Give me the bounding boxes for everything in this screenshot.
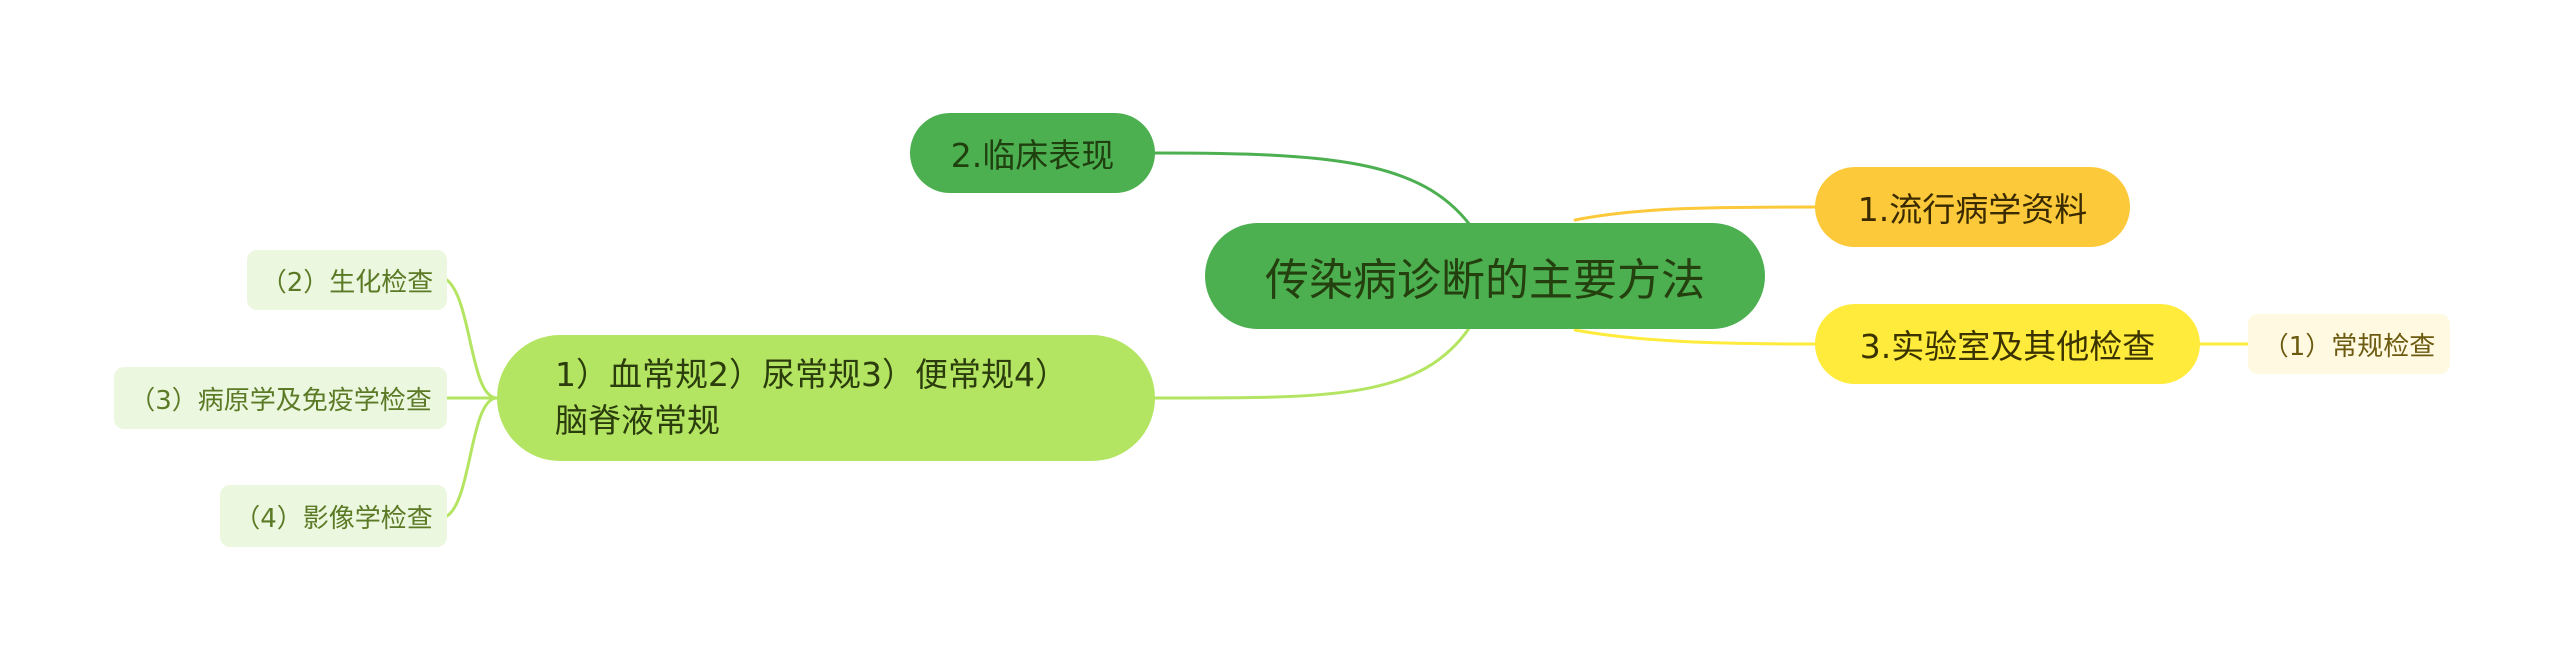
subtopic-imaging[interactable]: （4）影像学检查 (220, 485, 447, 547)
connector-root-epidemiology (1573, 205, 1817, 222)
connector-root-clinical (1153, 151, 1472, 227)
connector-root-routine (1153, 325, 1472, 400)
connector-root-lab (1573, 328, 1817, 346)
root-topic[interactable]: 传染病诊断的主要方法 (1205, 223, 1765, 329)
subtopic-biochemistry[interactable]: （2）生化检查 (247, 250, 447, 310)
topic-lab-tests[interactable]: 3.实验室及其他检查 (1815, 304, 2200, 384)
topic-epidemiology[interactable]: 1.流行病学资料 (1815, 167, 2130, 247)
connector-routine-imaging (445, 396, 499, 518)
connector-routine-biochem (445, 278, 499, 400)
topic-clinical[interactable]: 2.临床表现 (910, 113, 1155, 193)
topic-routine-tests[interactable]: 1）血常规2）尿常规3）便常规4）脑脊液常规 (497, 335, 1155, 461)
subtopic-pathogen-immunology[interactable]: （3）病原学及免疫学检查 (114, 367, 447, 429)
subtopic-routine-check[interactable]: （1）常规检查 (2248, 314, 2450, 374)
